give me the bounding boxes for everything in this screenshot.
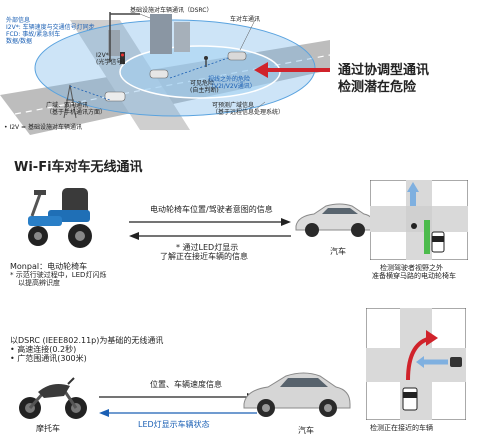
car-illustration-2 <box>243 372 351 417</box>
car-illustration <box>295 203 375 237</box>
wheelchair-caption-line: 以提高辨识度 <box>18 279 60 287</box>
visible-danger-line: 可见危险 <box>190 80 215 87</box>
wheelchair-caption-line: * 示范行驶过程中，LED灯闪烁 <box>10 271 107 279</box>
pedestrian <box>204 56 208 60</box>
car-label-2: 汽车 <box>298 426 314 435</box>
headline-line: 通过协调型通讯 <box>338 63 430 78</box>
external-info-line: 数据/数据 <box>6 38 33 45</box>
wifi-arrow-bottom-label: * 通过LED灯显示 了解正在接近车辆的信息 <box>160 243 248 261</box>
intersection-scene-wheelchair <box>370 180 468 260</box>
wheelchair-caption: Monpal：电动轮椅车 * 示范行驶过程中，LED灯闪烁 以提高辨识度 <box>10 262 106 287</box>
i2v-optical-label: I2V* (光学信号) <box>96 52 125 66</box>
headline-arrow <box>254 62 330 78</box>
dsrc-intro: 以DSRC (IEEE802.11p)为基础的无线通讯 • 高速连接(0.2秒)… <box>10 336 163 363</box>
vehicle-scene-caption: 检测正在接近的车辆 <box>370 424 433 432</box>
i2v-optical-line: I2V* <box>96 52 109 59</box>
headline-line: 检测潜在危险 <box>338 80 417 95</box>
visible-danger-label: 可见危险 (自主判断) <box>190 80 219 94</box>
footnote: • I2V = 基础设施对车辆通讯 <box>4 124 82 131</box>
traffic-light <box>120 52 125 64</box>
visible-danger-line: (自主判断) <box>190 87 219 94</box>
overview-illustration <box>0 12 330 135</box>
i2v-optical-line: (光学信号) <box>96 59 125 66</box>
wheelchair-illustration <box>28 188 92 248</box>
external-info-block: 外部信息 I2V*: 车辆速度与交通信号灯同步 FCD: 事故/紧急刹车 数据/… <box>6 17 95 45</box>
dsrc-arrows <box>99 393 257 417</box>
car-c <box>104 91 126 102</box>
wifi-section-title: Wi-Fi车对车无线通讯 <box>14 160 143 175</box>
blind-danger-line: （V2I/V2V通讯） <box>208 83 256 90</box>
car-b <box>227 51 247 61</box>
wifi-arrow-bottom-line: 了解正在接近车辆的信息 <box>160 252 248 261</box>
blind-danger-label: 视线之外的危险 （V2I/V2V通讯） <box>208 76 256 90</box>
dsrc-arrow-top-label: 位置、车辆速度信息 <box>150 380 222 389</box>
probe-line: （基于远程信息处理系统） <box>212 109 285 116</box>
external-info-line: FCD: 事故/紧急刹车 <box>6 31 61 38</box>
v2x-overview-diagram: 基础设施对车辆通讯（DSRC） 车对车通讯 外部信息 I2V*: 车辆速度与交通… <box>0 0 500 140</box>
wheelchair-scene-caption-line: 准备横穿马路的电动轮椅车 <box>372 272 456 280</box>
external-info-line: 外部信息 <box>6 17 31 24</box>
dsrc-intro-line: • 广范围通讯(300米) <box>10 354 87 363</box>
motorcycle-illustration <box>19 377 87 419</box>
cell-tower <box>63 84 77 119</box>
building <box>150 14 172 54</box>
external-info-line: I2V*: 车辆速度与交通信号灯同步 <box>6 24 95 31</box>
motorcycle-label: 摩托车 <box>36 424 60 433</box>
probe-label: 可预测广域信息 （基于远程信息处理系统） <box>212 102 284 116</box>
v2v-label: 车对车通讯 <box>230 16 261 23</box>
broadcast-line: 广域、双向通讯 <box>46 102 89 109</box>
wheelchair-caption-line: Monpal：电动轮椅车 <box>10 262 88 271</box>
wheelchair-scene-caption-line: 检测驾驶者视野之外 <box>380 264 443 272</box>
wheelchair-scene-caption: 检测驾驶者视野之外 准备横穿马路的电动轮椅车 <box>372 264 456 280</box>
blind-danger-line: 视线之外的危险 <box>208 76 251 83</box>
wifi-arrows <box>129 218 291 240</box>
dsrc-arrow-bottom-label: LED灯显示车辆状态 <box>138 420 210 429</box>
broadcast-line: （基于手机通讯方面） <box>46 109 107 116</box>
intersection-scene-vehicle <box>366 308 466 420</box>
wifi-arrow-top-label: 电动轮椅车位置/驾驶者意图的信息 <box>150 205 273 214</box>
probe-line: 可预测广域信息 <box>212 102 255 109</box>
broadcast-label: 广域、双向通讯 （基于手机通讯方面） <box>46 102 106 116</box>
car-a <box>149 69 169 79</box>
dsrc-label: 基础设施对车辆通讯（DSRC） <box>130 7 213 14</box>
dsrc-intro-line: 以DSRC (IEEE802.11p)为基础的无线通讯 <box>10 336 164 345</box>
dsrc-intro-line: • 高速连接(0.2秒) <box>10 345 77 354</box>
wifi-arrow-bottom-line: * 通过LED灯显示 <box>176 243 239 252</box>
car-label: 汽车 <box>330 247 346 256</box>
headline: 通过协调型通讯 检测潜在危险 <box>338 62 429 96</box>
